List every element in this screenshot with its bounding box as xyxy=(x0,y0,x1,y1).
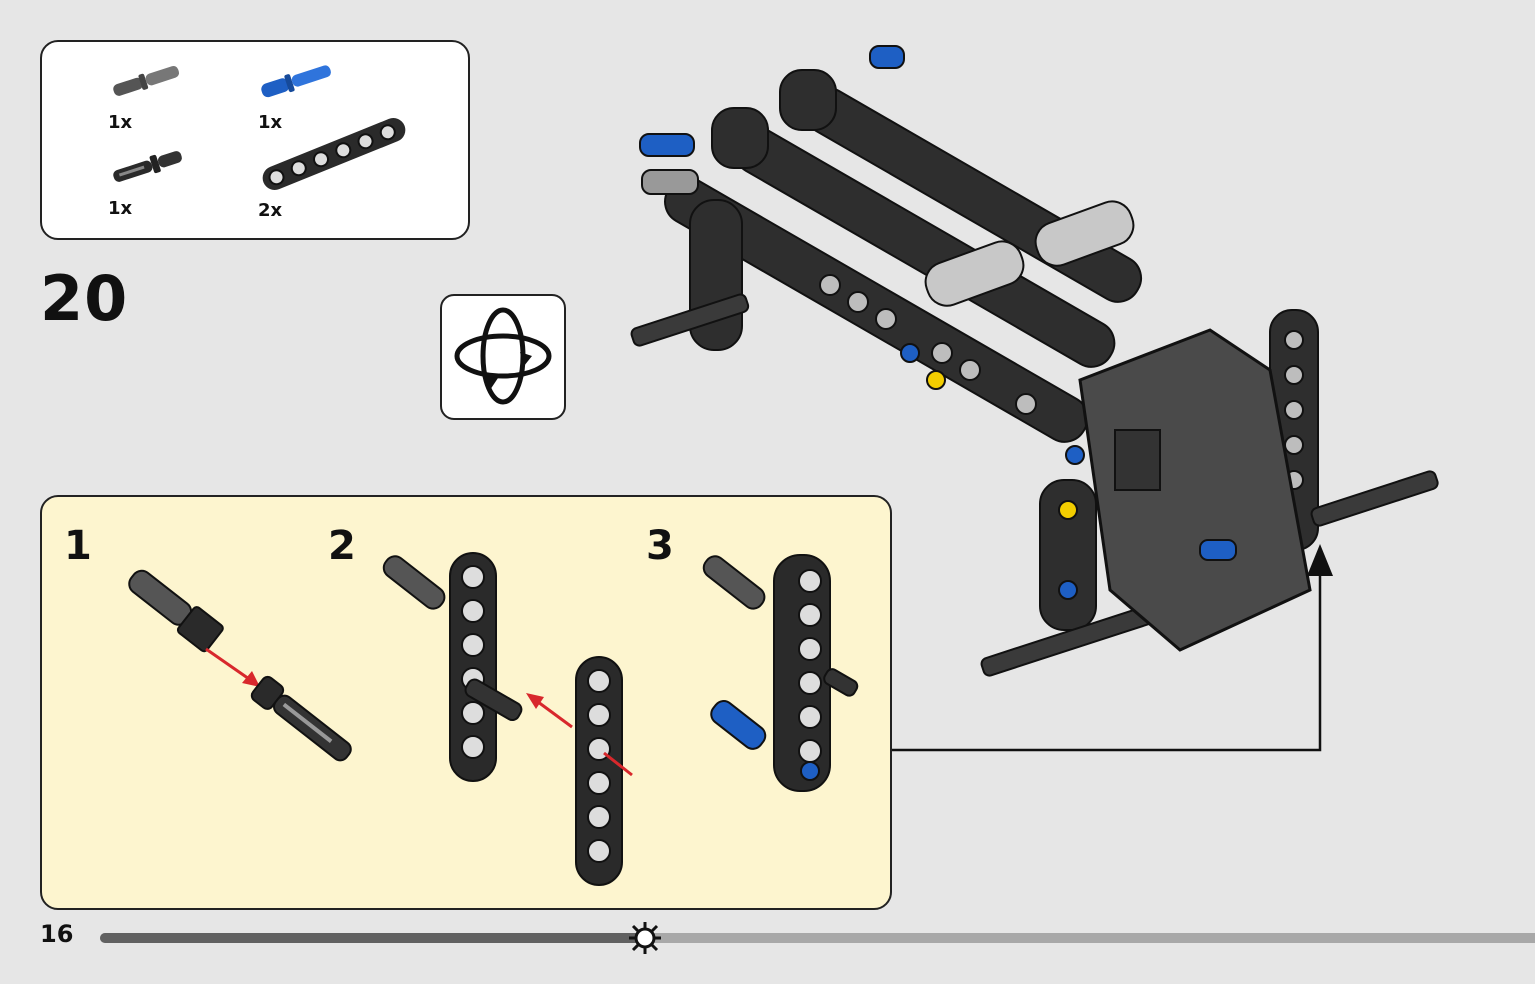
sub-step-3-illustration xyxy=(702,554,859,792)
progress-fill xyxy=(100,933,645,943)
sub-step-number: 1 xyxy=(64,523,92,569)
part-blue-pin: 1x xyxy=(254,60,344,133)
part-black-pin: 1x xyxy=(104,146,194,219)
sub-step-1-illustration xyxy=(128,569,352,762)
grey-pin-icon xyxy=(113,66,180,96)
beam-icon xyxy=(262,118,406,190)
part-qty: 1x xyxy=(108,112,133,133)
part-qty: 1x xyxy=(258,112,283,133)
gear-sun-icon xyxy=(629,922,661,954)
part-qty: 1x xyxy=(108,198,133,219)
sub-step-2-illustration xyxy=(382,552,633,886)
sub-assembly-panel: 1 2 3 xyxy=(40,495,892,910)
progress-bar xyxy=(100,933,1535,943)
blue-pin-icon xyxy=(261,65,331,98)
part-black-beam: 2x xyxy=(254,114,414,221)
sub-step-number: 3 xyxy=(646,523,674,569)
page-number: 16 xyxy=(40,920,74,948)
black-pin-icon xyxy=(113,151,182,182)
step-number: 20 xyxy=(40,262,129,335)
rotate-model-icon xyxy=(454,307,552,405)
parts-list: 1x 1x 1x xyxy=(40,40,470,240)
part-qty: 2x xyxy=(258,200,283,221)
model-svg xyxy=(630,45,1439,677)
model-assembly-illustration xyxy=(620,30,1450,714)
rotate-model-indicator xyxy=(440,294,566,420)
part-grey-pin: 1x xyxy=(104,60,194,133)
sub-step-number: 2 xyxy=(328,523,356,569)
